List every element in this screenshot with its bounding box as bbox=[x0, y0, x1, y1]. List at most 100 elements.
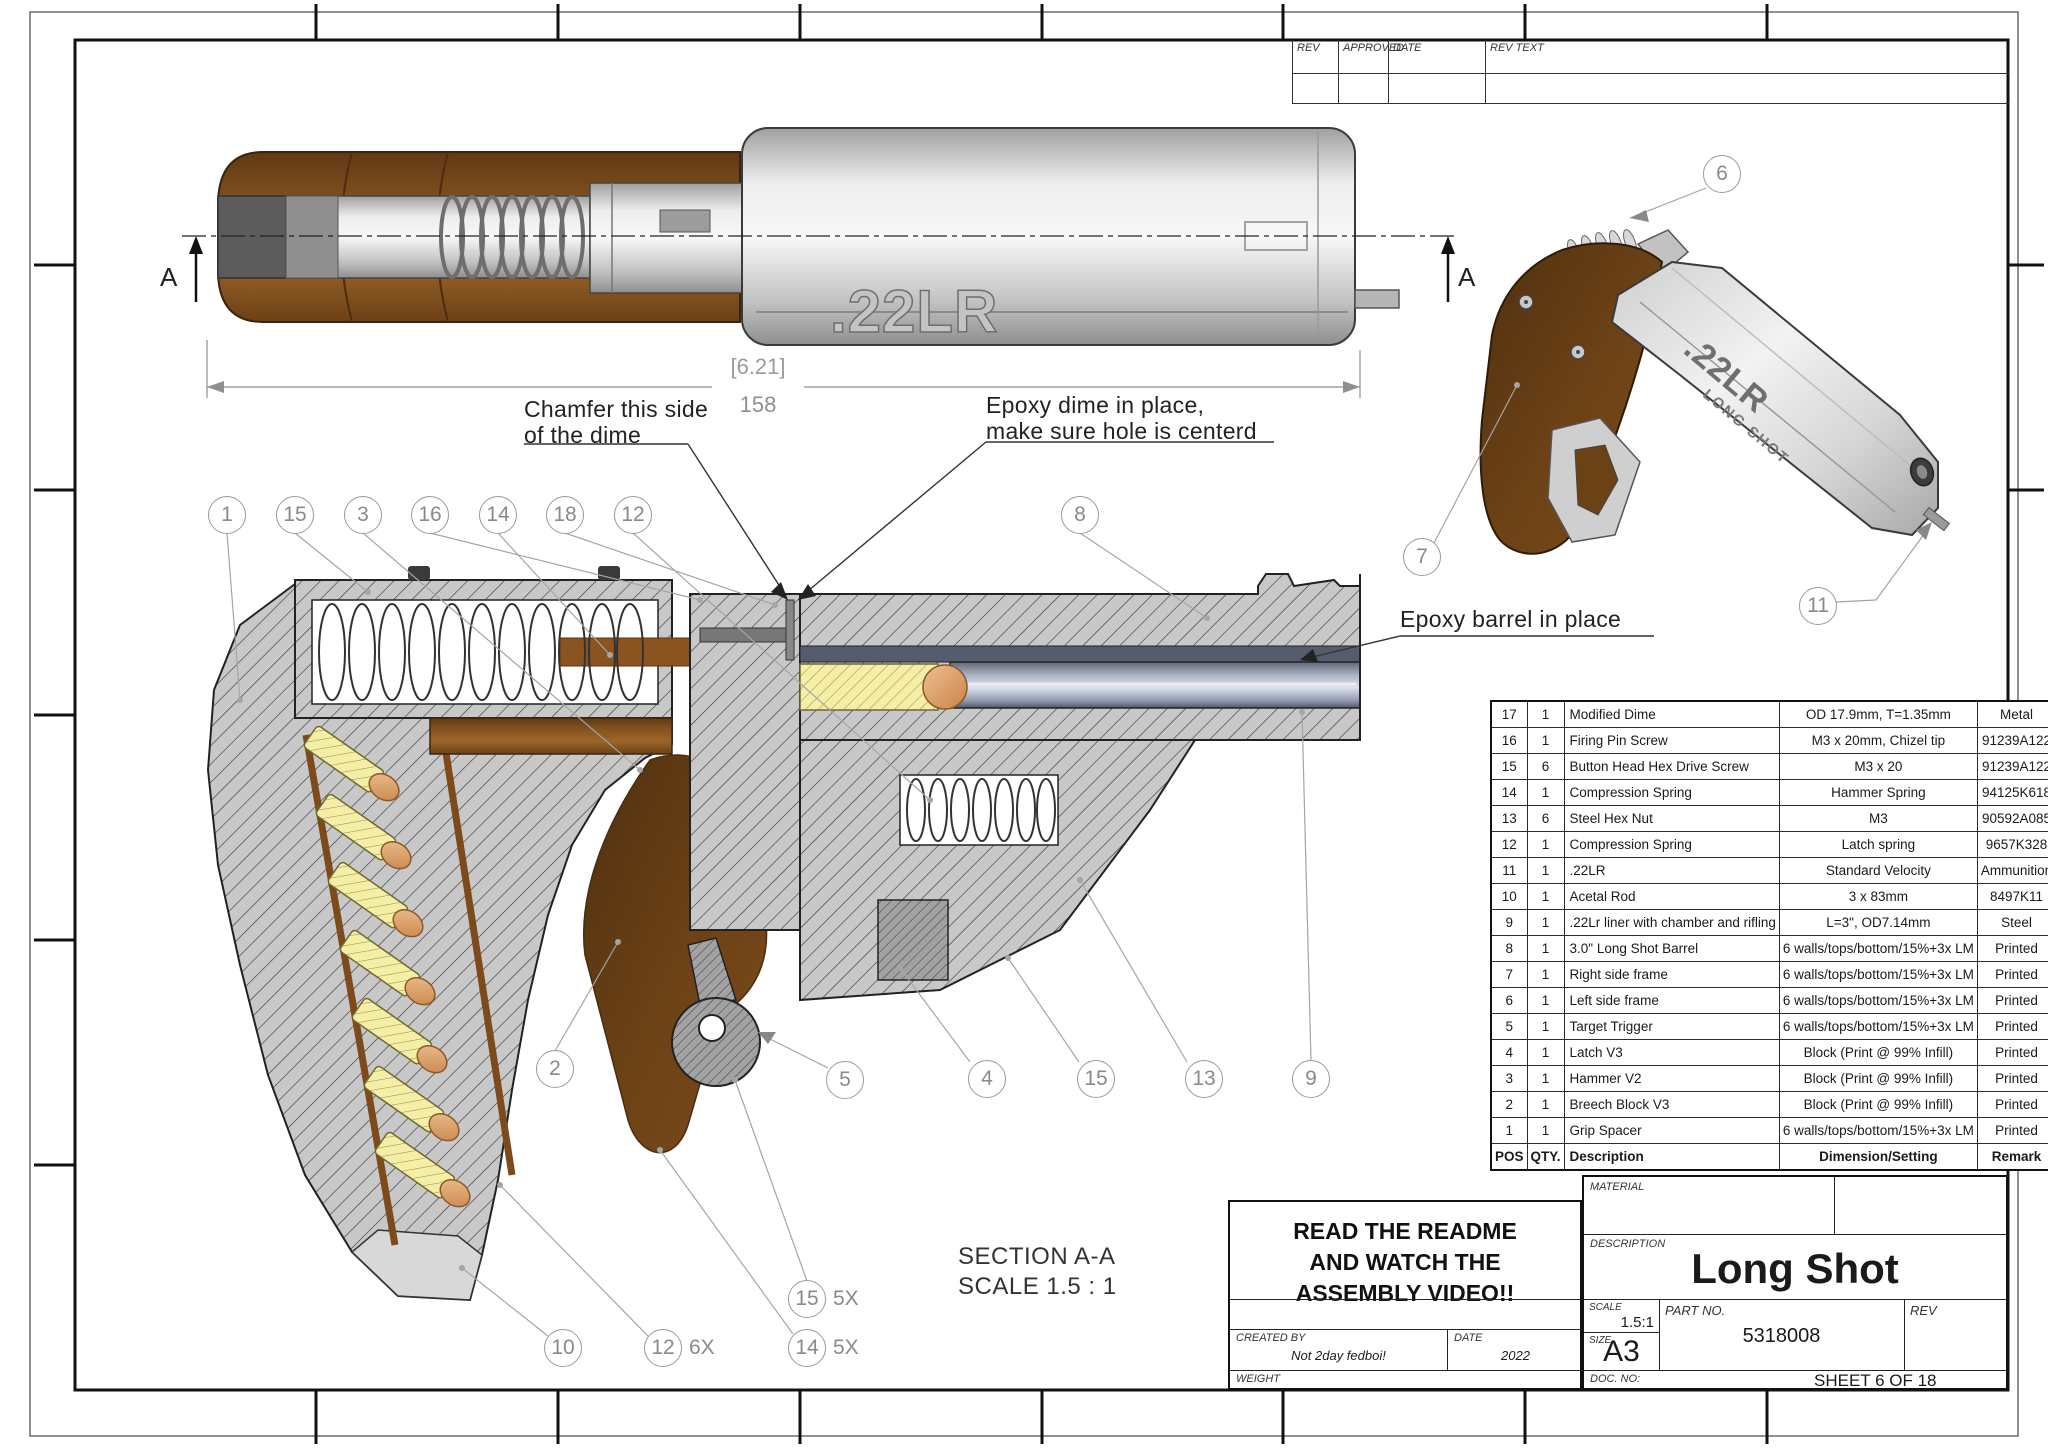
bom-cell: 8497K11 bbox=[1976, 883, 2048, 910]
readme-text: READ THE README AND WATCH THE ASSEMBLY V… bbox=[1293, 1218, 1517, 1306]
bom-cell: 91239A122 bbox=[1976, 753, 2048, 780]
balloon-1: 1 bbox=[208, 496, 246, 534]
bom-cell: 9657K328 bbox=[1976, 831, 2048, 858]
rev-header-approved: APPROVED bbox=[1339, 40, 1404, 74]
bom-cell: 6 bbox=[1490, 987, 1528, 1014]
bom-cell: 6 walls/tops/bottom/15%+3x LM bbox=[1778, 935, 1978, 962]
bom-cell: 1 bbox=[1526, 961, 1565, 988]
bom-cell: 91239A122 bbox=[1976, 727, 2048, 754]
bom-cell: 1 bbox=[1526, 909, 1565, 936]
section-caption: SECTION A-A SCALE 1.5 : 1 bbox=[958, 1243, 1117, 1300]
created-by-value: Not 2day fedboi! bbox=[1291, 1348, 1386, 1363]
bom-cell: 16 bbox=[1490, 727, 1528, 754]
bom-cell: Latch spring bbox=[1778, 831, 1978, 858]
bom-cell: M3 x 20 bbox=[1778, 753, 1978, 780]
bom-cell: Printed bbox=[1976, 1065, 2048, 1092]
balloon-qty: 5X bbox=[833, 1336, 859, 1359]
bom-cell: 13 bbox=[1490, 805, 1528, 832]
trigger bbox=[671, 937, 761, 1087]
bom-cell: Latch V3 bbox=[1563, 1039, 1780, 1066]
note-epoxy-dime: Epoxy dime in place, make sure hole is c… bbox=[986, 392, 1257, 444]
bom-header-cell: QTY. bbox=[1526, 1143, 1565, 1171]
bom-header-cell: Dimension/Setting bbox=[1778, 1143, 1978, 1171]
bom-cell: 2 bbox=[1490, 1091, 1528, 1118]
bom-cell: Grip Spacer bbox=[1563, 1117, 1780, 1144]
balloon-5: 5 bbox=[826, 1061, 864, 1099]
balloon-8: 8 bbox=[1061, 496, 1099, 534]
description-value: Long Shot bbox=[1691, 1245, 1899, 1292]
balloon-2: 2 bbox=[536, 1050, 574, 1088]
bom-cell: 11 bbox=[1490, 857, 1528, 884]
bom-cell: Metal bbox=[1976, 700, 2048, 728]
bom-header-cell: POS bbox=[1490, 1143, 1528, 1171]
balloon-qty: 6X bbox=[689, 1336, 715, 1359]
section-arrow-left bbox=[189, 236, 203, 302]
date-value: 2022 bbox=[1501, 1348, 1530, 1363]
bom-cell: 7 bbox=[1490, 961, 1528, 988]
bom-cell: Modified Dime bbox=[1563, 700, 1780, 728]
bom-cell: 3 bbox=[1490, 1065, 1528, 1092]
bom-cell: 1 bbox=[1526, 987, 1565, 1014]
balloon-leaders bbox=[226, 187, 1932, 1337]
bom-cell: Button Head Hex Drive Screw bbox=[1563, 753, 1780, 780]
rev-cell-empty bbox=[1486, 74, 2009, 104]
bom-cell: Block (Print @ 99% Infill) bbox=[1778, 1039, 1978, 1066]
weight-label: WEIGHT bbox=[1236, 1373, 1280, 1385]
bom-cell: 12 bbox=[1490, 831, 1528, 858]
description-label: DESCRIPTION bbox=[1590, 1238, 1666, 1250]
bom-cell: 1 bbox=[1526, 935, 1565, 962]
bom-cell: Printed bbox=[1976, 1091, 2048, 1118]
rev-label: REV bbox=[1910, 1303, 1937, 1318]
bom-cell: 1 bbox=[1526, 857, 1565, 884]
balloon-qty: 5X bbox=[833, 1287, 859, 1310]
doc-no-label: DOC. NO: bbox=[1590, 1373, 1641, 1385]
bom-cell: Ammunition bbox=[1976, 857, 2048, 884]
bom-cell: 5 bbox=[1490, 1013, 1528, 1040]
readme-box: READ THE README AND WATCH THE ASSEMBLY V… bbox=[1228, 1200, 1584, 1390]
barrel-engraving: .22LR bbox=[830, 278, 998, 345]
bom-cell: 1 bbox=[1526, 700, 1565, 728]
rev-cell-empty bbox=[1389, 74, 1486, 104]
bom-cell: 15 bbox=[1490, 753, 1528, 780]
bom-cell: Compression Spring bbox=[1563, 831, 1780, 858]
bom-cell: Breech Block V3 bbox=[1563, 1091, 1780, 1118]
bom-cell: 1 bbox=[1490, 1117, 1528, 1144]
bom-cell: Printed bbox=[1976, 1117, 2048, 1144]
bom-cell: 1 bbox=[1526, 831, 1565, 858]
bom-cell: Hammer V2 bbox=[1563, 1065, 1780, 1092]
bom-cell: 6 bbox=[1526, 805, 1565, 832]
bom-cell: Left side frame bbox=[1563, 987, 1780, 1014]
note-chamfer: Chamfer this side of the dime bbox=[524, 396, 709, 448]
balloon-9: 9 bbox=[1292, 1060, 1330, 1098]
rev-header-revtext: REV TEXT bbox=[1486, 40, 2009, 74]
top-view: .22LR bbox=[182, 127, 1458, 346]
bom-header-cell: Description bbox=[1563, 1143, 1780, 1171]
bom-cell: Block (Print @ 99% Infill) bbox=[1778, 1065, 1978, 1092]
bom-cell: 6 walls/tops/bottom/15%+3x LM bbox=[1778, 1013, 1978, 1040]
bom-cell: 4 bbox=[1490, 1039, 1528, 1066]
bom-cell: Printed bbox=[1976, 1039, 2048, 1066]
balloon-11: 11 bbox=[1799, 587, 1837, 625]
bom-cell: Steel bbox=[1976, 909, 2048, 936]
bom-cell: .22LR bbox=[1563, 857, 1780, 884]
bom-cell: Block (Print @ 99% Infill) bbox=[1778, 1091, 1978, 1118]
latch-spring bbox=[906, 778, 1056, 842]
bom-cell: 6 walls/tops/bottom/15%+3x LM bbox=[1778, 1117, 1978, 1144]
bom-cell: Firing Pin Screw bbox=[1563, 727, 1780, 754]
part-no-value: 5318008 bbox=[1742, 1325, 1821, 1347]
bom-cell: Printed bbox=[1976, 1013, 2048, 1040]
created-by-label: CREATED BY bbox=[1236, 1332, 1306, 1344]
balloon-13: 13 bbox=[1185, 1060, 1223, 1098]
